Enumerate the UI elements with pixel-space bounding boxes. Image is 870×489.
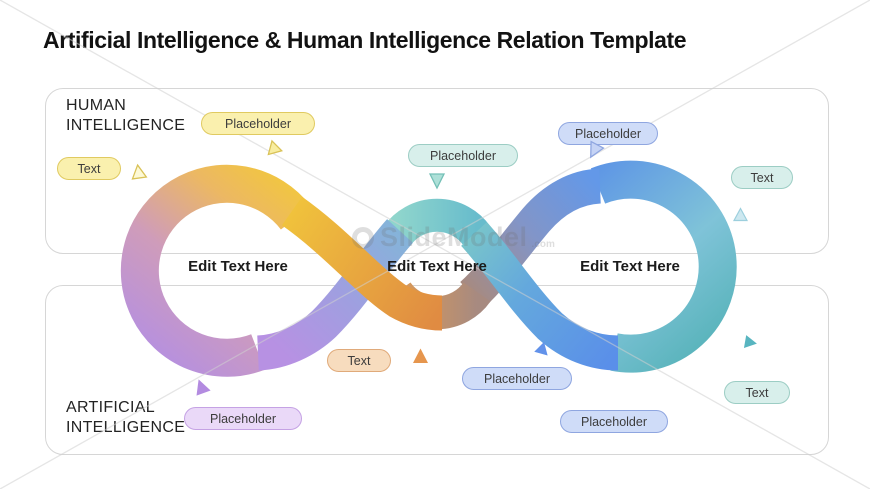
edit-text-right[interactable]: Edit Text Here bbox=[580, 258, 680, 275]
edit-text-middle[interactable]: Edit Text Here bbox=[387, 258, 487, 275]
artificial-intelligence-label: ARTIFICIAL INTELLIGENCE bbox=[66, 398, 185, 438]
slide-title: Artificial Intelligence & Human Intellig… bbox=[43, 27, 687, 53]
human-label-line2: INTELLIGENCE bbox=[66, 117, 186, 134]
placeholder-pill-blue-bottom-1[interactable]: Placeholder bbox=[462, 367, 572, 390]
text-pill-teal-top[interactable]: Text bbox=[731, 166, 793, 189]
human-intelligence-zone bbox=[45, 88, 829, 254]
placeholder-pill-blue-top[interactable]: Placeholder bbox=[558, 122, 658, 145]
triangle-right-icon bbox=[263, 137, 287, 161]
human-intelligence-label: HUMAN INTELLIGENCE bbox=[66, 96, 185, 136]
triangle-down-left-icon bbox=[580, 137, 607, 164]
triangle-up-icon bbox=[128, 161, 149, 182]
triangle-up-icon bbox=[411, 346, 430, 365]
artificial-intelligence-zone bbox=[45, 285, 829, 455]
placeholder-pill-yellow[interactable]: Placeholder bbox=[201, 112, 315, 135]
artificial-label-line2: INTELLIGENCE bbox=[66, 419, 186, 436]
text-pill-teal-bottom[interactable]: Text bbox=[724, 381, 790, 404]
human-label-line1: HUMAN bbox=[66, 97, 127, 114]
triangle-up-icon bbox=[188, 373, 214, 399]
triangle-right-icon bbox=[739, 331, 761, 353]
placeholder-pill-teal-top[interactable]: Placeholder bbox=[408, 144, 518, 167]
artificial-label-line1: ARTIFICIAL bbox=[66, 399, 155, 416]
placeholder-pill-blue-bottom-2[interactable]: Placeholder bbox=[560, 410, 668, 433]
triangle-left-icon bbox=[529, 338, 553, 362]
edit-text-left[interactable]: Edit Text Here bbox=[188, 258, 288, 275]
triangle-up-icon bbox=[732, 206, 749, 223]
text-pill-orange[interactable]: Text bbox=[327, 349, 391, 372]
text-pill-yellow[interactable]: Text bbox=[57, 157, 121, 180]
triangle-down-icon bbox=[427, 171, 447, 191]
placeholder-pill-purple[interactable]: Placeholder bbox=[184, 407, 302, 430]
